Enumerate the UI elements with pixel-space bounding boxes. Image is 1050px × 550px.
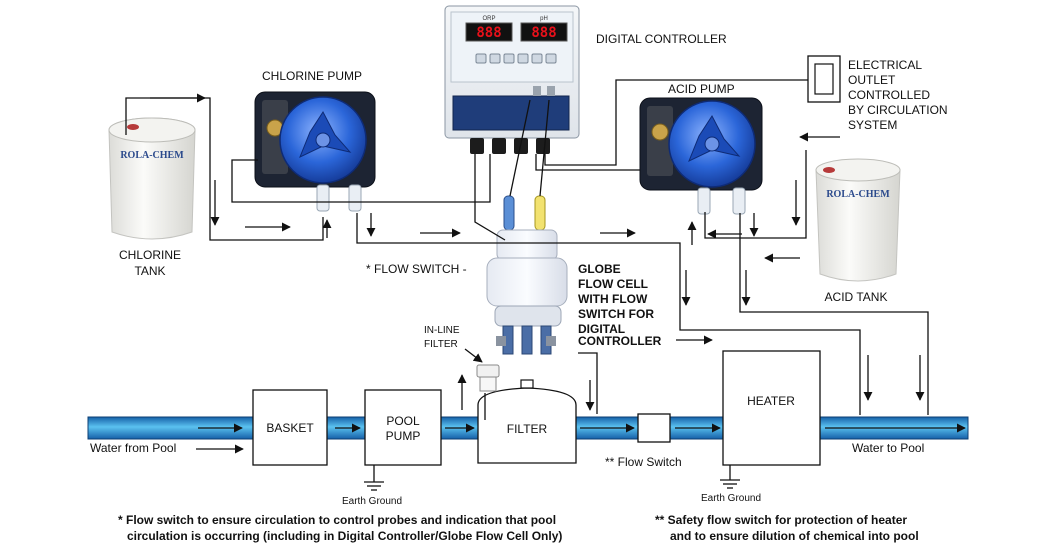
flow-switch-callout: * FLOW SWITCH - bbox=[366, 262, 467, 276]
globe-flow-cell bbox=[486, 195, 568, 355]
chlorine-tank-label-1: CHLORINE bbox=[119, 248, 181, 262]
controller-keypad bbox=[475, 53, 557, 64]
pool-pump: POOL PUMP bbox=[364, 389, 442, 466]
globe-label-2: FLOW CELL bbox=[578, 277, 648, 291]
acid-tank-brand: ROLA-CHEM bbox=[826, 189, 890, 200]
footnote-1-line-1: * Flow switch to ensure circulation to c… bbox=[118, 513, 556, 527]
acid-pump-label: ACID PUMP bbox=[668, 82, 735, 96]
control-wiring bbox=[231, 79, 808, 241]
chlorine-tank: ROLA-CHEM bbox=[108, 117, 196, 240]
chlorine-tank-label-2: TANK bbox=[134, 264, 165, 278]
water-to-pool-label: Water to Pool bbox=[852, 441, 924, 455]
chlorine-pump bbox=[254, 91, 376, 212]
pool-pump-label-1: POOL bbox=[386, 414, 420, 428]
earth-ground-pump: Earth Ground bbox=[342, 465, 402, 507]
globe-label-6: CONTROLLER bbox=[578, 334, 662, 348]
footnote-1-line-2: circulation is occurring (including in D… bbox=[127, 529, 562, 543]
inline-filter-label-1: IN-LINE bbox=[424, 325, 460, 336]
safety-flow-switch bbox=[637, 413, 671, 443]
basket: BASKET bbox=[252, 389, 328, 466]
outlet-label-4: BY CIRCULATION bbox=[848, 103, 948, 117]
outlet-label-2: OUTLET bbox=[848, 73, 896, 87]
inline-filter-label-2: FILTER bbox=[424, 339, 458, 350]
outlet-label-5: SYSTEM bbox=[848, 118, 897, 132]
footnote-2-line-2: and to ensure dilution of chemical into … bbox=[670, 529, 919, 543]
earth-ground-label-2: Earth Ground bbox=[701, 493, 761, 504]
acid-tank-label: ACID TANK bbox=[825, 290, 888, 304]
inline-filter bbox=[476, 364, 500, 392]
controller-display-left-caption: ORP bbox=[482, 16, 495, 22]
heater: HEATER bbox=[722, 350, 821, 466]
acid-pump bbox=[639, 97, 763, 215]
footnote-2: ** Safety flow switch for protection of … bbox=[655, 513, 919, 543]
outlet-label-1: ELECTRICAL bbox=[848, 58, 922, 72]
filter-label: FILTER bbox=[507, 422, 548, 436]
controller-display-right-caption: pH bbox=[540, 16, 548, 22]
globe-label-4: SWITCH FOR bbox=[578, 307, 654, 321]
safety-flow-switch-label: ** Flow Switch bbox=[605, 455, 682, 469]
outlet-label-3: CONTROLLED bbox=[848, 88, 930, 102]
water-from-pool-label: Water from Pool bbox=[90, 441, 176, 455]
globe-label-5: DIGITAL bbox=[578, 322, 625, 336]
inline-filter-pointer bbox=[464, 348, 483, 363]
controller-display-left: 888 bbox=[476, 25, 501, 41]
footnote-2-line-1: ** Safety flow switch for protection of … bbox=[655, 513, 907, 527]
globe-flow-cell-label: GLOBE FLOW CELL WITH FLOW SWITCH FOR DIG… bbox=[578, 262, 662, 348]
chlorine-tank-brand: ROLA-CHEM bbox=[120, 150, 184, 161]
sand-filter: FILTER bbox=[477, 379, 577, 464]
controller-display-right: 888 bbox=[531, 25, 556, 41]
chlorine-pump-label: CHLORINE PUMP bbox=[262, 69, 362, 83]
earth-ground-label-1: Earth Ground bbox=[342, 496, 402, 507]
electrical-outlet bbox=[807, 55, 841, 103]
heater-label: HEATER bbox=[747, 394, 795, 408]
pool-pump-label-2: PUMP bbox=[386, 429, 421, 443]
digital-controller-label: DIGITAL CONTROLLER bbox=[596, 32, 727, 46]
chemical-tubing bbox=[125, 93, 929, 420]
electrical-outlet-label: ELECTRICAL OUTLET CONTROLLED BY CIRCULAT… bbox=[848, 58, 948, 132]
digital-controller: 888 888 ORP pH bbox=[444, 5, 580, 154]
basket-label: BASKET bbox=[266, 421, 314, 435]
globe-label-1: GLOBE bbox=[578, 262, 621, 276]
footnote-1: * Flow switch to ensure circulation to c… bbox=[118, 513, 562, 543]
acid-tank: ROLA-CHEM bbox=[815, 158, 901, 282]
earth-ground-heater: Earth Ground bbox=[701, 465, 761, 504]
globe-label-3: WITH FLOW bbox=[578, 292, 648, 306]
controller-cable-glands bbox=[470, 138, 550, 154]
